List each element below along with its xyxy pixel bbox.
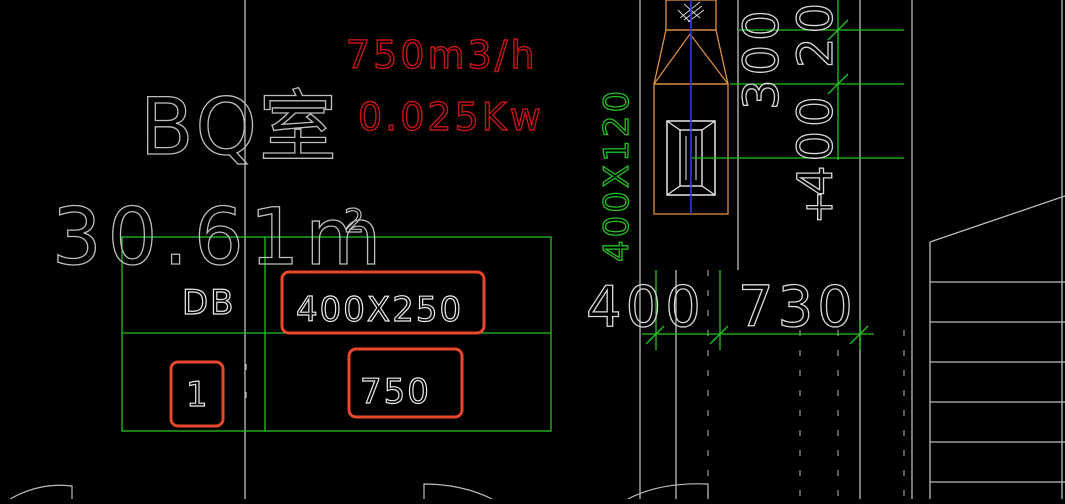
- highlight-box-count: [169, 360, 225, 428]
- stair-treads: [930, 281, 1065, 483]
- diffuser-corner: [666, 120, 681, 131]
- diffuser-corner: [701, 120, 716, 131]
- dim-tick: [709, 325, 729, 345]
- airflow-label: 750m3/h: [346, 33, 538, 77]
- diffuser-corner: [701, 185, 716, 196]
- dim-vertical-top-right-label: 20: [788, 0, 844, 68]
- door-arc-middle: [423, 483, 493, 500]
- duct-transition-diag-1: [653, 33, 691, 85]
- power-label: 0.025Kw: [358, 95, 544, 139]
- dim-left-label: 400: [586, 275, 705, 340]
- door-arc-left: [9, 484, 73, 500]
- door-arc-right: [627, 483, 709, 500]
- diffuser-corner: [666, 185, 681, 196]
- door-arcs: [9, 483, 709, 500]
- dim-vertical-bottom-marker: +: [796, 190, 842, 224]
- highlight-box-value: [347, 347, 464, 419]
- dim-tick: [827, 73, 849, 95]
- highlight-box-size: [280, 270, 486, 335]
- dim-vertical-bottom-label: 400: [788, 92, 844, 196]
- table-row1-code: DB: [182, 283, 236, 323]
- duct-size-label: 400X120: [597, 88, 637, 262]
- highlight-boxes: [169, 270, 486, 428]
- table-row1-size: 400X250: [296, 290, 463, 330]
- table-row2-count: 1: [186, 375, 208, 415]
- dimension-lines: [642, 0, 904, 350]
- room-name-label: BQ室: [140, 83, 339, 173]
- room-area-superscript: 2: [344, 202, 364, 240]
- duct-graphic: [653, 0, 729, 215]
- hidden-lines: [707, 270, 905, 499]
- dim-tick: [827, 19, 849, 41]
- dim-tick: [849, 325, 869, 345]
- stair-edge: [929, 195, 1065, 243]
- wall-lines: [244, 0, 1065, 499]
- room-area-label: 30.61m: [52, 193, 387, 283]
- table-border: [121, 236, 552, 432]
- dim-vertical-top-label: 300: [734, 6, 790, 110]
- dim-right-label: 730: [738, 275, 857, 340]
- dim-tick: [645, 325, 665, 345]
- duct-transition-diag-2: [689, 33, 729, 85]
- duct-hatch: [677, 1, 705, 23]
- table-row2-value: 750: [360, 372, 431, 412]
